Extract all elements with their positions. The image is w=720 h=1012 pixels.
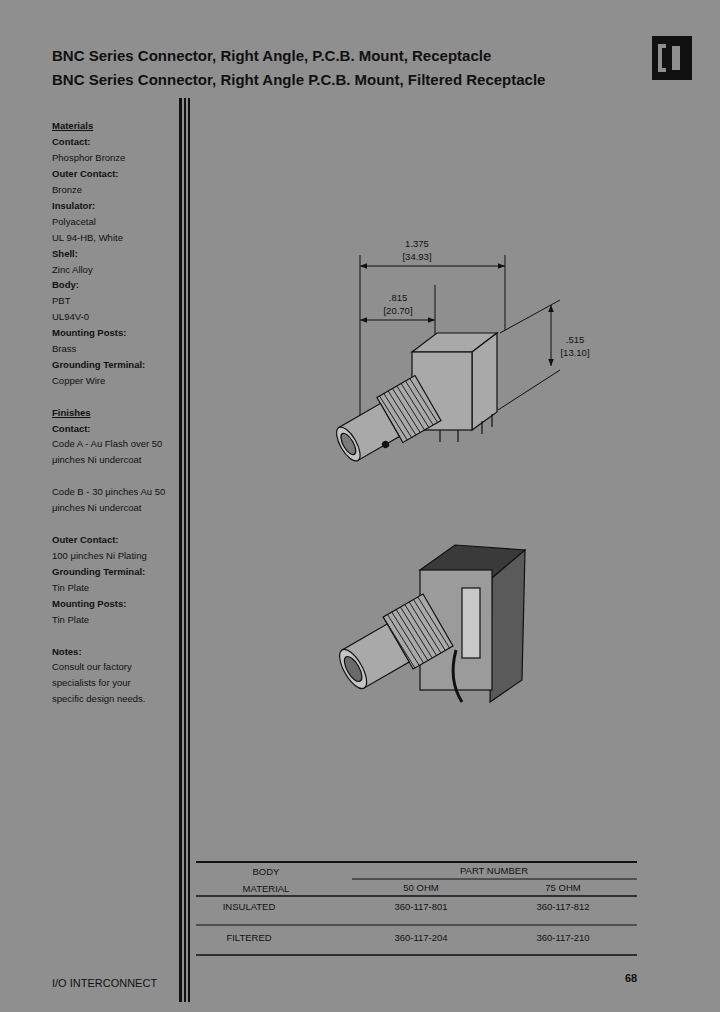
label-text: Grounding Terminal:: [52, 566, 145, 577]
label-text: 360-117-801: [394, 901, 447, 912]
label-text: PART NUMBER: [460, 865, 528, 876]
dimension-lines: [360, 266, 505, 267]
label-text: Code B - 30 μinches Au 50 μinches Ni und…: [52, 484, 172, 516]
column-rule: [184, 98, 186, 1002]
label-text: Contact:: [52, 136, 91, 147]
dimension-lines: [360, 255, 361, 420]
label-text: INSULATED: [223, 901, 276, 912]
label-text: Contact:: [52, 423, 91, 434]
label-text: 360-117-204: [394, 932, 447, 943]
label-text: Grounding Terminal:: [52, 359, 145, 370]
label-text: Outer Contact:: [52, 168, 119, 179]
connector-receptacle: [491, 414, 492, 427]
label-text: Tin Plate: [52, 614, 89, 625]
label-text: Finishes: [52, 407, 91, 418]
label-text: 360-117-812: [536, 901, 589, 912]
connector-receptacle: [381, 440, 389, 448]
connector-receptacle: [328, 375, 441, 470]
label-text: Insulator:: [52, 200, 95, 211]
label-text: Polyacetal: [52, 216, 96, 227]
column-rule: [179, 98, 190, 1002]
dimension-lines: [551, 305, 552, 366]
label-text: UL 94-HB, White: [52, 232, 123, 243]
logo: [652, 36, 692, 80]
thread-stroke: [410, 377, 438, 423]
connector-receptacle: [338, 431, 359, 457]
label-text: PBT: [52, 295, 70, 306]
page-title: BNC Series Connector, Right Angle, P.C.B…: [52, 47, 491, 65]
connector-filtered: [330, 594, 453, 699]
label-text: Consult our factory specialists for your…: [52, 659, 152, 707]
connector-receptacle: [328, 333, 497, 471]
label-text: BNC Series Connector, Right Angle P.C.B.…: [52, 71, 545, 89]
label-text: Mounting Posts:: [52, 327, 126, 338]
connector-filtered: [330, 545, 525, 702]
logo: [672, 46, 680, 70]
label-text: Materials: [52, 120, 93, 131]
label-text: [20.70]: [383, 305, 412, 316]
label-text: Bronze: [52, 184, 82, 195]
table-rules: [196, 895, 637, 897]
connector-receptacle: [439, 430, 440, 442]
thread-stroke: [405, 380, 433, 426]
label-text: MATERIAL: [243, 883, 290, 894]
label-text: Notes:: [52, 646, 82, 657]
label-text: 75 OHM: [545, 882, 580, 893]
connector-filtered: [334, 645, 372, 692]
thread-stroke: [397, 385, 425, 431]
thread-stroke: [401, 382, 429, 428]
dimension-lines: [498, 370, 560, 410]
label-text: Body:: [52, 279, 79, 290]
table-rules: [196, 954, 637, 956]
table-rules: [196, 862, 637, 955]
label-text: Outer Contact:: [52, 534, 119, 545]
label-text: Shell:: [52, 248, 78, 259]
thread-stroke: [392, 387, 420, 433]
label-text: Copper Wire: [52, 375, 105, 386]
label-text: .815: [389, 292, 408, 303]
label-text: Code A - Au Flash over 50 μinches Ni und…: [52, 436, 172, 468]
column-rule: [188, 98, 190, 1002]
label-text: Zinc Alloy: [52, 264, 93, 275]
label-text: 68: [625, 972, 637, 985]
connector-filtered: [341, 654, 365, 684]
logo: [660, 46, 666, 70]
table-rules: [352, 879, 637, 880]
connector-receptacle: [332, 424, 365, 465]
label-text: .515: [566, 334, 585, 345]
connector-filtered: [490, 550, 525, 702]
label-text: I/O INTERCONNECT: [52, 977, 157, 990]
connector-filtered: [462, 588, 480, 658]
label-text: [13.10]: [560, 347, 589, 358]
label-text: 1.375: [405, 238, 429, 249]
label-text: Phosphor Bronze: [52, 152, 125, 163]
label-text: Brass: [52, 343, 76, 354]
label-text: BODY: [253, 866, 280, 877]
label-text: 100 μinches Ni Plating: [52, 550, 147, 561]
table-rules: [196, 861, 637, 863]
connector-filtered: [453, 650, 462, 702]
column-rule: [179, 98, 182, 1002]
label-text: FILTERED: [226, 932, 271, 943]
label-text: UL94V-0: [52, 311, 89, 322]
label-text: 360-117-210: [536, 932, 589, 943]
label-text: Mounting Posts:: [52, 598, 126, 609]
connector-receptacle: [457, 430, 458, 442]
connector-receptacle: [472, 333, 497, 430]
table-rules: [196, 925, 637, 926]
label-text: 50 OHM: [403, 882, 438, 893]
label-text: [34.93]: [402, 251, 431, 262]
label-text: Tin Plate: [52, 582, 89, 593]
logo: [652, 36, 692, 80]
dimension-lines: [360, 320, 435, 321]
connector-receptacle: [481, 421, 482, 434]
